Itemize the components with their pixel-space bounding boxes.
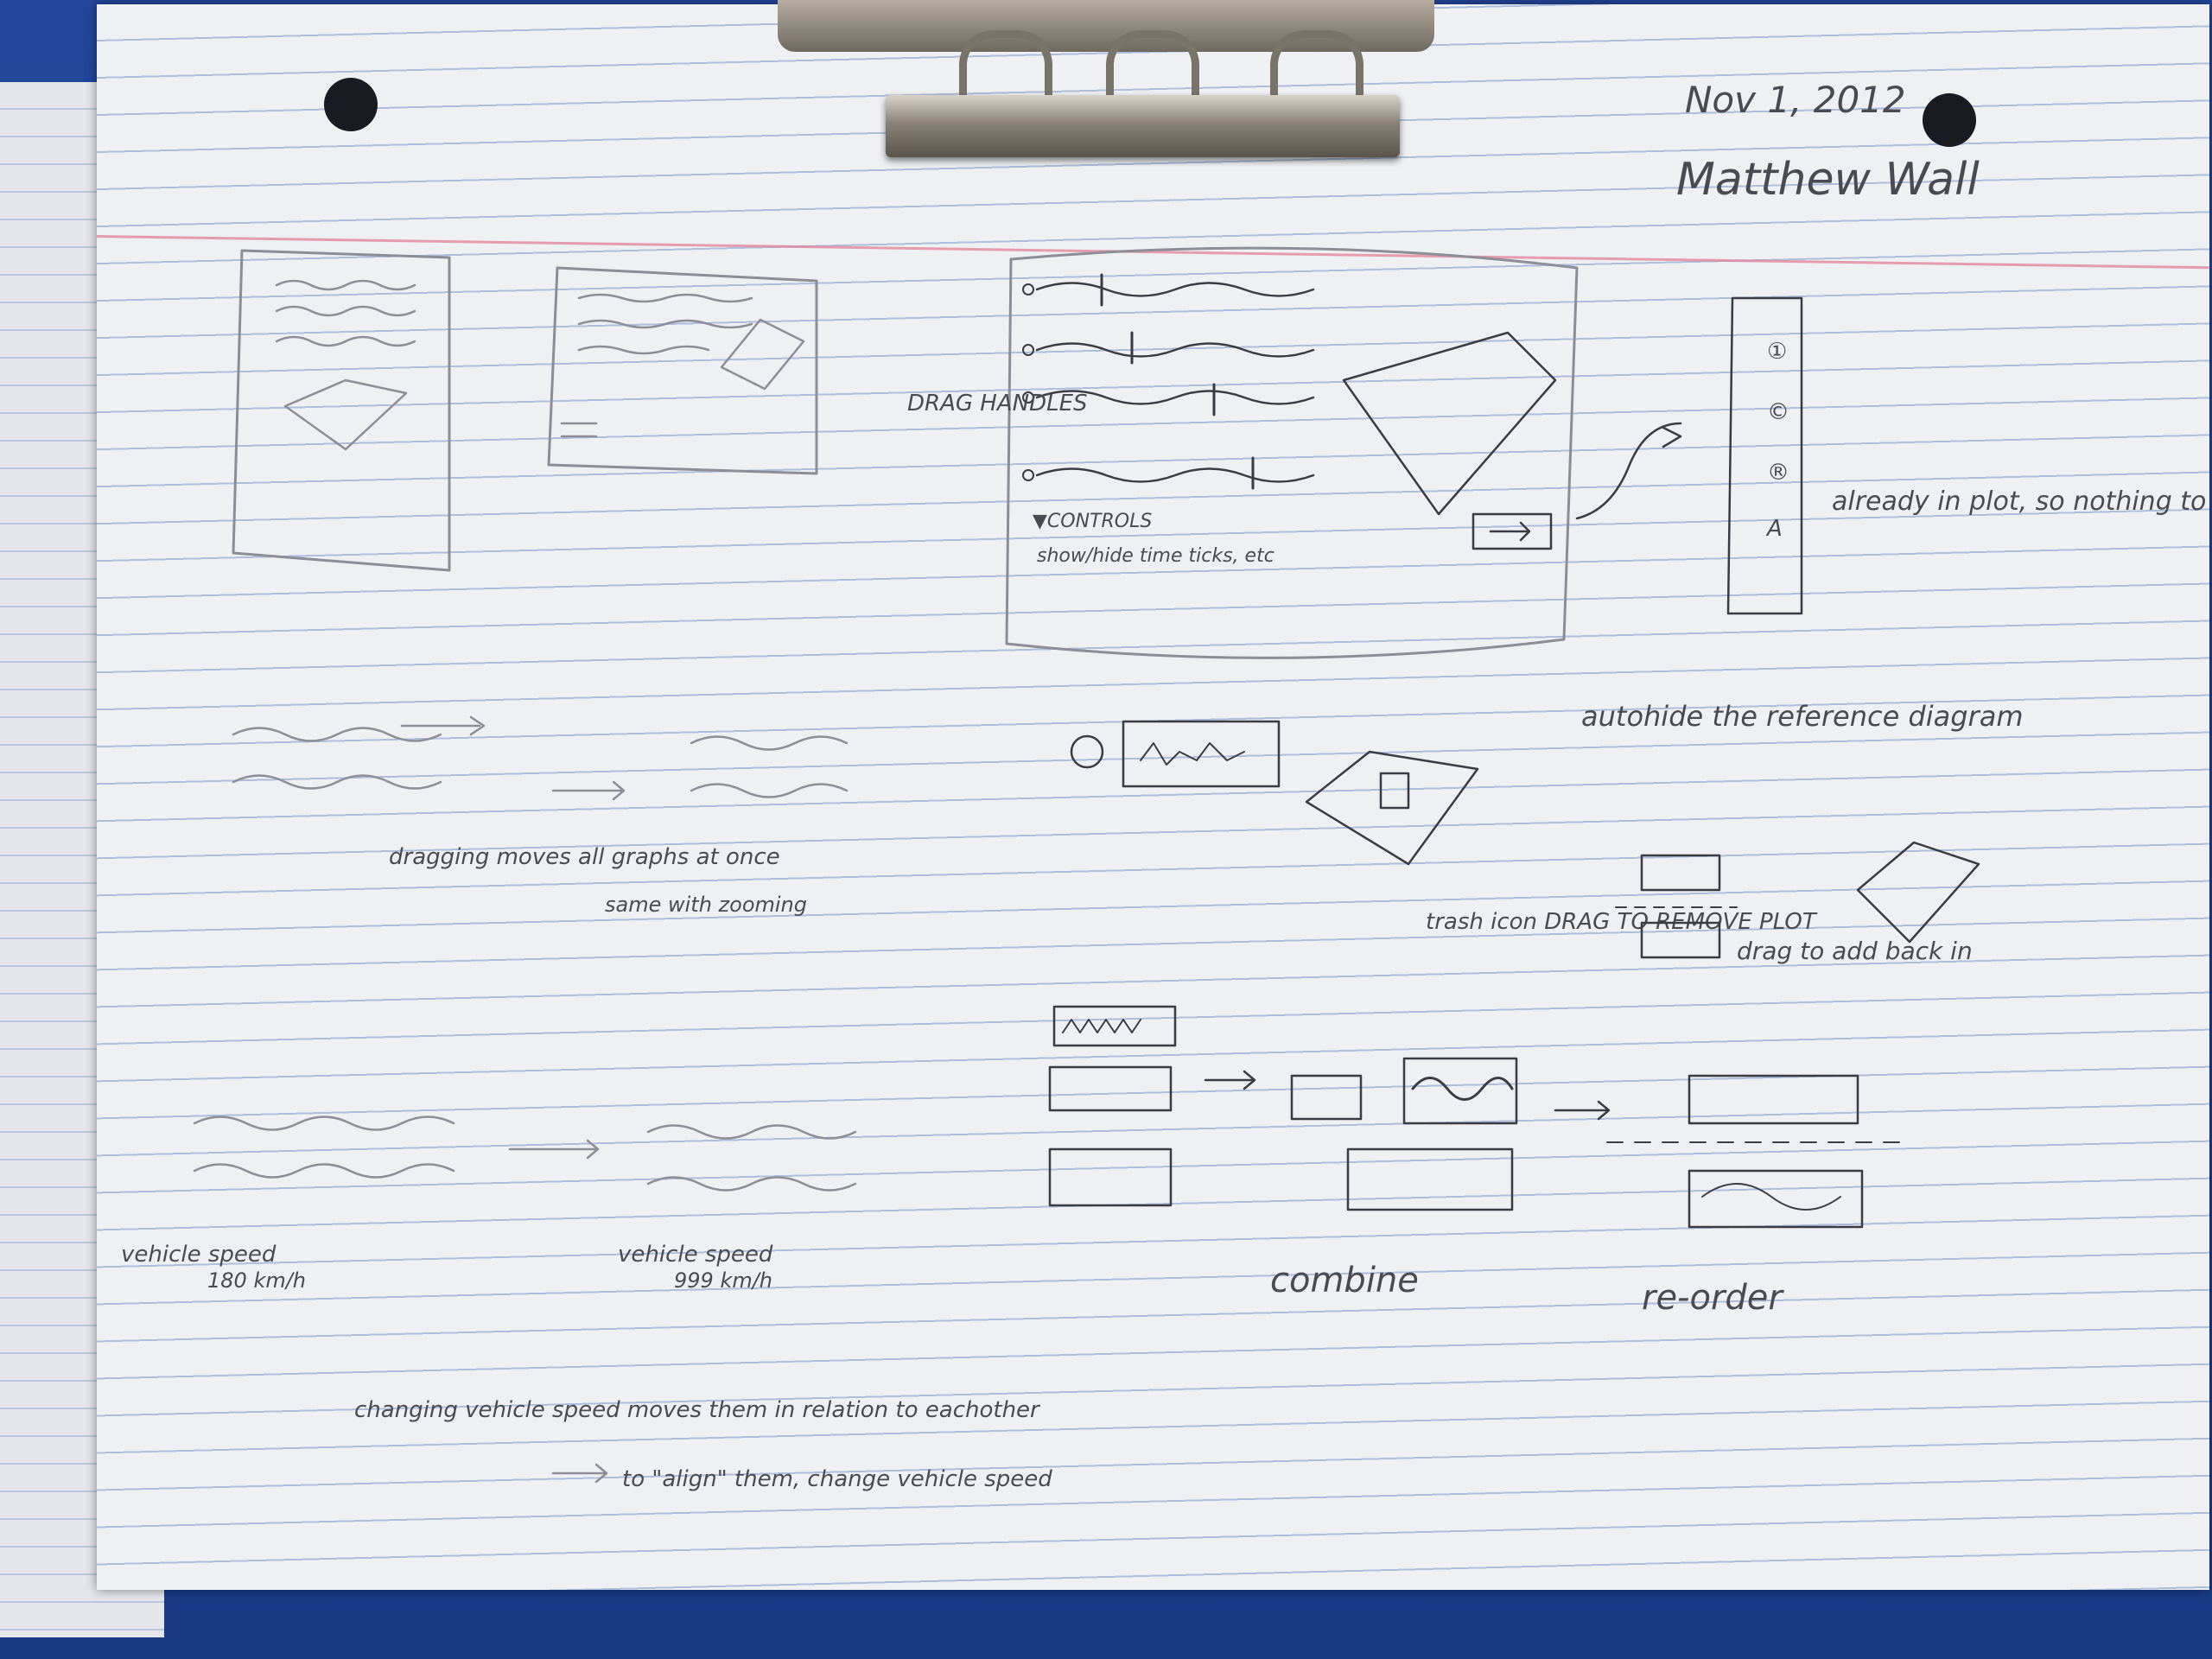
reference-strip-sketch xyxy=(1575,296,1803,615)
trash-note: trash icon DRAG TO REMOVE PLOT xyxy=(1426,909,1818,935)
controls-detail: show/hide time ticks, etc xyxy=(1037,545,1274,567)
already-in-plot-note: already in plot, so nothing to drag xyxy=(1832,486,2212,517)
zooming-note: same with zooming xyxy=(605,893,807,917)
binder-hole-left xyxy=(324,78,378,131)
reference-mark-4: A xyxy=(1765,516,1783,542)
page-sketch-1 xyxy=(232,249,451,572)
row2-drag-sketch xyxy=(232,715,1479,866)
controls-label: ▼CONTROLS xyxy=(1033,511,1152,532)
vehicle-speed-sketch xyxy=(193,1116,857,1192)
reference-mark-3: ® xyxy=(1767,460,1789,486)
clipboard-clip-bar xyxy=(886,95,1400,157)
speed-value-left: 180 km/h xyxy=(207,1268,306,1293)
main-plot-panel-sketch xyxy=(1005,246,1579,659)
changing-note: changing vehicle speed moves them in rel… xyxy=(354,1397,1041,1423)
signature-text: Matthew Wall xyxy=(1676,154,1980,206)
reorder-label: re-order xyxy=(1642,1278,1784,1318)
reference-mark-2: © xyxy=(1767,399,1789,425)
speed-value-right: 999 km/h xyxy=(674,1268,772,1293)
combine-reorder-sketch xyxy=(1048,1005,1902,1229)
dragging-note: dragging moves all graphs at once xyxy=(389,844,780,870)
combine-label: combine xyxy=(1270,1261,1419,1300)
footer-arrow xyxy=(551,1463,608,1484)
clipboard-clip-top xyxy=(778,0,1434,52)
align-note: to "align" them, change vehicle speed xyxy=(622,1466,1052,1492)
date-text: Nov 1, 2012 xyxy=(1685,79,1906,121)
clip-ring-left xyxy=(959,30,1052,142)
page-sketch-2 xyxy=(547,266,818,475)
autohide-note: autohide the reference diagram xyxy=(1581,700,2023,733)
vehicle-speed-right: vehicle speed xyxy=(618,1242,773,1268)
clip-ring-right xyxy=(1270,30,1363,142)
clip-ring-middle xyxy=(1106,30,1199,142)
add-back-sketch xyxy=(1615,841,1980,959)
drag-add-note: drag to add back in xyxy=(1737,937,1973,965)
vehicle-speed-left: vehicle speed xyxy=(121,1242,276,1268)
binder-hole-right xyxy=(1923,93,1976,147)
drag-handles-label: DRAG HANDLES xyxy=(907,391,1088,416)
reference-mark-1: ① xyxy=(1767,339,1787,365)
